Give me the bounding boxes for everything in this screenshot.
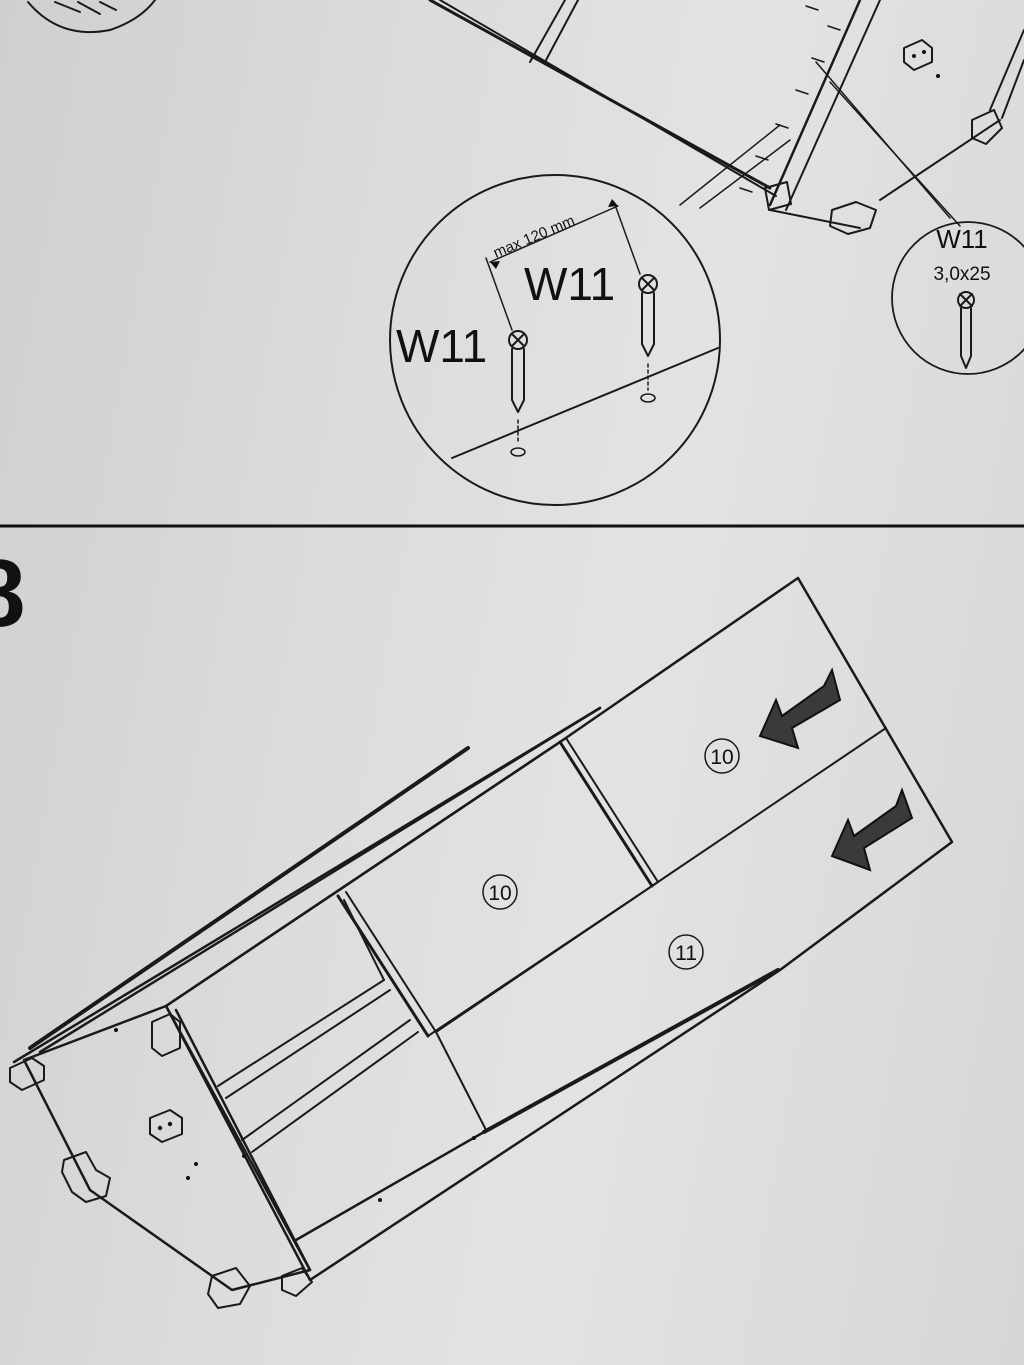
- step-number: 8: [0, 540, 25, 647]
- previous-detail-circle: [27, 0, 156, 34]
- screw-left: [508, 330, 528, 457]
- insert-arrow-icon: [830, 787, 914, 872]
- screw-detail-callout: max 120 mm W11 W11: [389, 174, 721, 506]
- screw-label-left: W11: [396, 320, 487, 372]
- svg-text:10: 10: [710, 746, 733, 769]
- screw-right: [638, 274, 658, 403]
- screw-label-right: W11: [524, 258, 615, 310]
- part-label-11: 11: [668, 934, 704, 970]
- cabinet-outline-top: [428, 0, 1024, 235]
- dimension-label: max 120 mm: [491, 212, 577, 262]
- insert-arrow-icon: [758, 667, 842, 750]
- part-label-10-upper: 10: [704, 738, 740, 774]
- part-callout-w11: W11 3,0x25: [891, 221, 1024, 375]
- part-code: W11: [936, 224, 988, 254]
- cabinet-assembly: 10 10 11: [9, 576, 954, 1309]
- part-label-10-lower: 10: [482, 874, 518, 910]
- svg-text:11: 11: [675, 942, 697, 965]
- part-size: 3,0x25: [933, 264, 990, 285]
- svg-text:10: 10: [488, 882, 511, 905]
- top-panel: max 120 mm W11 W11 W11: [27, 0, 1024, 506]
- bottom-panel: 8: [0, 540, 954, 1309]
